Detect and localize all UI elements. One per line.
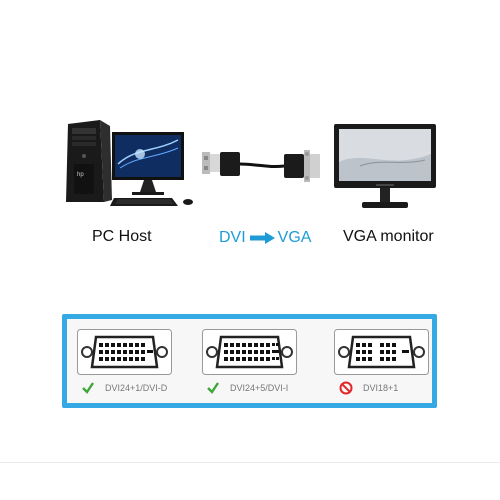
- conversion-label: DVI VGA: [219, 228, 311, 248]
- dvi-18-1-port: [334, 329, 429, 375]
- dvi-24-1-port: [77, 329, 172, 375]
- vga-connector: [284, 150, 320, 182]
- port-label: DVI24+5/DVI-I: [230, 383, 289, 393]
- conversion-from-label: DVI: [219, 229, 246, 246]
- port-label: DVI24+1/DVI-D: [105, 383, 168, 393]
- conversion-to-label: VGA: [277, 229, 312, 246]
- compatibility-panel: DVI24+1/DVI-D DVI24+5/DVI-I: [62, 314, 437, 408]
- check-icon: [82, 382, 94, 394]
- port-status-dvi-24-1: DVI24+1/DVI-D: [81, 380, 167, 396]
- cable: [239, 162, 285, 169]
- pc-tower: hp: [66, 120, 112, 202]
- dvi-connector: [202, 152, 240, 176]
- check-icon: [207, 382, 219, 394]
- prohibited-icon: [339, 381, 353, 395]
- vga-monitor-label: VGA monitor: [343, 228, 434, 245]
- pc-host-label: PC Host: [92, 228, 152, 245]
- port-label: DVI18+1: [363, 383, 399, 393]
- port-status-dvi-24-5: DVI24+5/DVI-I: [206, 380, 288, 396]
- pc-keyboard: [110, 198, 193, 206]
- dvi-to-vga-cable-illustration: [202, 150, 320, 182]
- svg-text:hp: hp: [77, 172, 84, 178]
- pc-host-illustration: hp: [66, 120, 193, 206]
- pc-screen: [112, 132, 184, 195]
- vga-monitor-illustration: [334, 124, 436, 208]
- dvi-24-5-port: [202, 329, 297, 375]
- right-arrow-icon: [249, 232, 275, 244]
- bottom-divider: [0, 462, 500, 463]
- port-status-dvi-18-1: DVI18+1: [339, 380, 398, 396]
